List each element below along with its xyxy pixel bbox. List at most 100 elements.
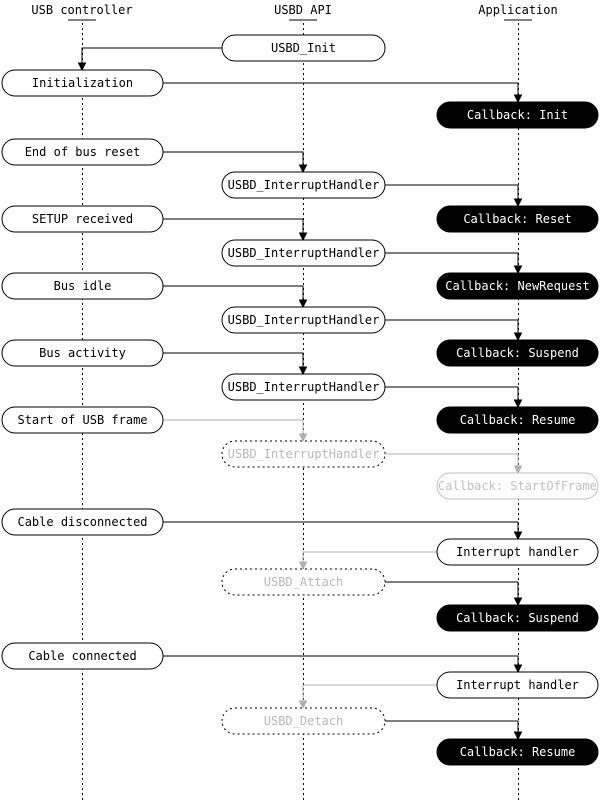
connector-usbd-detach-to-callback-resume: [385, 720, 519, 739]
node-shape-usbd-interrupthandler-5: [221, 440, 386, 468]
node-initialization: Initialization: [1, 69, 164, 97]
node-shape-usbd-interrupthandler-3: [221, 306, 386, 334]
node-label-interrupt-handler-2: Interrupt handler: [456, 678, 579, 692]
connector-bus-idle-to-ih3: [163, 285, 304, 307]
node-label-cable-disconnected: Cable disconnected: [17, 515, 147, 529]
arrowhead-down-icon: [513, 531, 523, 541]
node-label-setup-received: SETUP received: [32, 212, 133, 226]
node-shape-cable-disconnected: [1, 508, 164, 536]
node-shape-callback-newrequest: [436, 272, 599, 300]
arrowhead-down-icon: [513, 198, 523, 208]
node-label-callback-init: Callback: Init: [467, 108, 568, 122]
node-label-usbd-detach: USBD_Detach: [264, 714, 343, 728]
lifeline-label-application: Application: [478, 3, 557, 17]
node-usbd-attach: USBD_Attach: [221, 568, 386, 596]
node-label-usbd-interrupthandler-1: USBD_InterruptHandler: [228, 178, 380, 192]
node-shape-callback-resume-1: [436, 406, 599, 434]
node-label-end-of-bus-reset: End of bus reset: [25, 145, 141, 159]
node-cable-disconnected: Cable disconnected: [1, 508, 164, 536]
connector-end-of-bus-reset-to-ih1: [163, 151, 304, 172]
node-shape-usbd-attach: [221, 568, 386, 596]
arrowhead-down-icon: [513, 94, 523, 104]
connector-ih4-to-callback-resume: [385, 386, 519, 407]
arrowhead-down-icon: [513, 597, 523, 607]
node-label-interrupt-handler-1: Interrupt handler: [456, 545, 579, 559]
connector-ih2-to-callback-newrequest: [385, 252, 519, 273]
arrowhead-down-icon: [298, 164, 308, 174]
arrowhead-down-icon: [513, 664, 523, 674]
node-shape-callback-startofframe: [436, 472, 599, 500]
arrowhead-down-icon: [298, 366, 308, 376]
node-bus-idle: Bus idle: [1, 272, 164, 300]
node-shape-end-of-bus-reset: [1, 138, 164, 166]
connector-bus-activity-to-ih4: [163, 352, 304, 374]
node-shape-bus-activity: [1, 339, 164, 367]
lifeline-label-usbd-api: USBD API: [274, 3, 332, 17]
arrowhead-down-icon: [298, 433, 308, 443]
node-label-callback-resume-1: Callback: Resume: [460, 413, 576, 427]
node-shape-callback-init: [436, 101, 599, 129]
node-usbd-interrupthandler-4: USBD_InterruptHandler: [221, 373, 386, 401]
node-callback-startofframe: Callback: StartOfFrame: [436, 472, 599, 500]
node-usbd-init: USBD_Init: [221, 34, 386, 62]
node-usbd-interrupthandler-1: USBD_InterruptHandler: [221, 171, 386, 199]
node-label-start-of-usb-frame: Start of USB frame: [17, 413, 147, 427]
arrowhead-down-icon: [298, 700, 308, 710]
arrowhead-down-icon: [513, 465, 523, 475]
node-shape-interrupt-handler-2: [436, 671, 599, 699]
connector-usbd-attach-to-callback-suspend: [385, 581, 519, 605]
node-callback-resume-2: Callback: Resume: [436, 738, 599, 766]
node-label-bus-idle: Bus idle: [54, 279, 112, 293]
connector-handler-to-usbd-detach: [302, 684, 437, 708]
arrowhead-down-icon: [513, 731, 523, 741]
node-bus-activity: Bus activity: [1, 339, 164, 367]
arrowhead-down-icon: [298, 232, 308, 242]
node-shape-usbd-interrupthandler-2: [221, 239, 386, 267]
node-shape-callback-suspend-2: [436, 604, 599, 632]
node-label-callback-startofframe: Callback: StartOfFrame: [438, 479, 597, 493]
node-shape-start-of-usb-frame: [1, 406, 164, 434]
node-label-usbd-interrupthandler-4: USBD_InterruptHandler: [228, 380, 380, 394]
node-shape-callback-reset: [436, 205, 599, 233]
node-shape-usbd-detach: [221, 707, 386, 735]
node-interrupt-handler-2: Interrupt handler: [436, 671, 599, 699]
node-label-usbd-interrupthandler-5: USBD_InterruptHandler: [228, 447, 380, 461]
node-usbd-interrupthandler-2: USBD_InterruptHandler: [221, 239, 386, 267]
node-shape-usbd-interrupthandler-4: [221, 373, 386, 401]
connector-start-of-usb-frame-to-ih5: [163, 419, 304, 441]
node-callback-suspend-2: Callback: Suspend: [436, 604, 599, 632]
node-label-callback-suspend-1: Callback: Suspend: [456, 346, 579, 360]
connector-cable-connected-to-handler: [163, 655, 519, 672]
node-shape-initialization: [1, 69, 164, 97]
node-label-callback-reset: Callback: Reset: [463, 212, 571, 226]
node-interrupt-handler-1: Interrupt handler: [436, 538, 599, 566]
arrowhead-down-icon: [77, 62, 87, 72]
node-callback-resume-1: Callback: Resume: [436, 406, 599, 434]
node-shape-callback-resume-2: [436, 738, 599, 766]
arrowhead-down-icon: [298, 299, 308, 309]
node-shape-setup-received: [1, 205, 164, 233]
connector-initialization-to-callback-init: [163, 82, 519, 102]
node-label-usbd-interrupthandler-3: USBD_InterruptHandler: [228, 313, 380, 327]
node-cable-connected: Cable connected: [1, 642, 164, 670]
arrowhead-down-icon: [298, 561, 308, 571]
node-usbd-interrupthandler-3: USBD_InterruptHandler: [221, 306, 386, 334]
node-shape-bus-idle: [1, 272, 164, 300]
node-label-initialization: Initialization: [32, 76, 133, 90]
connector-ih3-to-callback-suspend: [385, 319, 519, 340]
connector-ih1-to-callback-reset: [385, 184, 519, 206]
node-shape-interrupt-handler-1: [436, 538, 599, 566]
node-usbd-interrupthandler-5: USBD_InterruptHandler: [221, 440, 386, 468]
node-callback-init: Callback: Init: [436, 101, 599, 129]
node-usbd-detach: USBD_Detach: [221, 707, 386, 735]
node-label-cable-connected: Cable connected: [28, 649, 136, 663]
node-label-usbd-attach: USBD_Attach: [264, 575, 343, 589]
connector-usbd-init-to-initialization: [81, 47, 222, 70]
connector-setup-received-to-ih2: [163, 218, 304, 240]
arrowhead-down-icon: [513, 265, 523, 275]
node-label-callback-suspend-2: Callback: Suspend: [456, 611, 579, 625]
node-callback-reset: Callback: Reset: [436, 205, 599, 233]
node-callback-newrequest: Callback: NewRequest: [436, 272, 599, 300]
